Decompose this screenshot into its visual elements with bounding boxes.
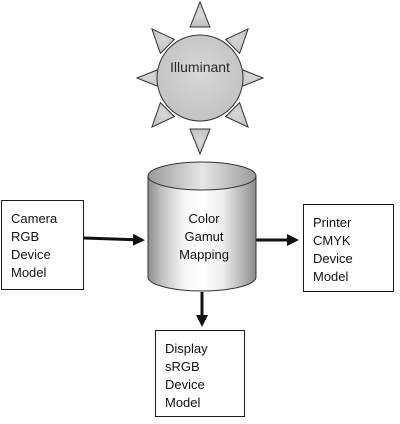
display-line-1: Display [165, 341, 208, 356]
display-device-box: Display sRGB Device Model [155, 330, 245, 417]
cylinder-top [147, 161, 257, 191]
camera-line-1: Camera [11, 211, 58, 226]
mapping-line-1: Color [188, 211, 220, 226]
mapping-cylinder [147, 161, 257, 292]
camera-device-box: Camera RGB Device Model [1, 200, 84, 290]
printer-line-3: Device [313, 251, 353, 266]
sun-icon [135, 0, 265, 156]
camera-line-2: RGB [11, 229, 40, 244]
mapping-line-3: Mapping [179, 247, 229, 262]
arrow-camera-to-mapping [83, 233, 145, 246]
display-line-3: Device [165, 377, 205, 392]
camera-line-4: Model [11, 265, 47, 280]
camera-line-3: Device [11, 247, 51, 262]
display-line-2: sRGB [165, 359, 200, 374]
printer-device-box: Printer CMYK Device Model [303, 204, 394, 292]
mapping-label: Color Gamut Mapping [152, 210, 256, 264]
printer-line-2: CMYK [313, 233, 351, 248]
cylinder-body [147, 175, 257, 292]
sun-disc [156, 34, 244, 122]
flow-arrows [83, 233, 299, 327]
mapping-line-2: Gamut [184, 229, 224, 244]
display-line-4: Model [165, 395, 201, 410]
illuminant-label: Illuminant [170, 59, 230, 75]
sun-rays [135, 0, 265, 156]
printer-line-1: Printer [313, 215, 352, 230]
printer-line-4: Model [313, 269, 349, 284]
